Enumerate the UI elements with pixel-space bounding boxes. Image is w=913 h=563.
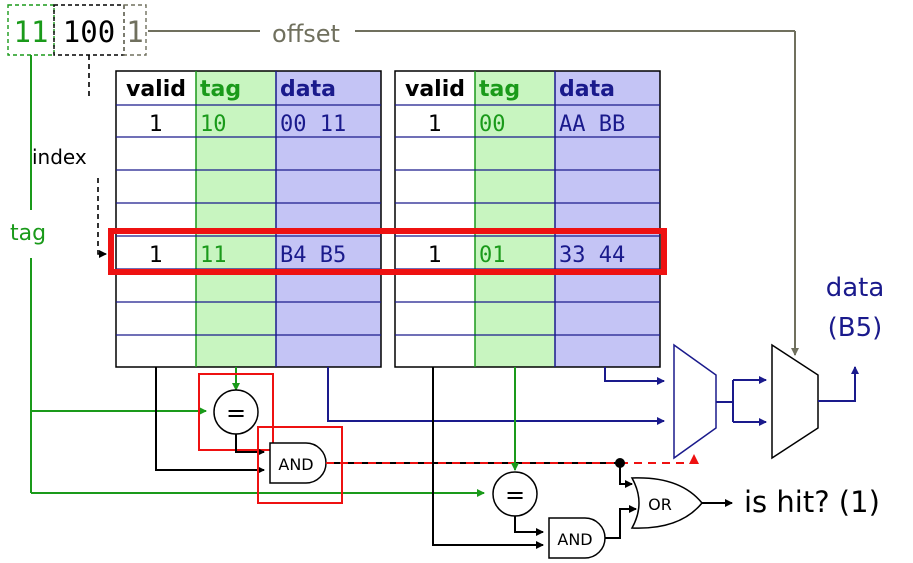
- way-2-hit-logic: = AND: [432, 367, 665, 559]
- way-2-and-gate: [548, 517, 606, 559]
- way-2-and-label: AND: [557, 530, 592, 549]
- way-2-header-valid: valid: [405, 77, 465, 102]
- way-1-header-tag: tag: [200, 77, 241, 102]
- tag-label: tag: [10, 221, 46, 246]
- way-2-row-0-tag: 00: [479, 112, 506, 137]
- way-1-row-0-valid: 1: [149, 112, 163, 137]
- index-label: index: [32, 145, 87, 169]
- way-2-header-tag: tag: [479, 77, 520, 102]
- way-2-row-0-valid: 1: [428, 112, 442, 137]
- way-2-row-4-tag: 01: [479, 243, 506, 268]
- way-2-header-data: data: [559, 77, 615, 102]
- way-2-row-0-data: AA BB: [559, 112, 625, 137]
- way-1-and-label: AND: [278, 455, 313, 474]
- way-1: valid tag data 1 10 00 11 1 11 B4 B5: [115, 70, 382, 368]
- way-mux-shape: [673, 343, 717, 460]
- way-1-row-4-valid: 1: [149, 243, 163, 268]
- offset-bits-box: [123, 4, 147, 56]
- way-1-and-gate: [269, 442, 327, 484]
- offset-label: offset: [272, 20, 340, 48]
- way-1-row-4-tag: 11: [200, 243, 227, 268]
- address-bits: 11 100 1: [7, 4, 147, 56]
- index-path: index: [32, 55, 107, 258]
- offset-path: offset: [148, 20, 799, 356]
- way-1-row-0-data: 00 11: [280, 112, 346, 137]
- way-1-and-highlight: [257, 426, 343, 504]
- data-out-value: (B5): [828, 313, 883, 343]
- way-1-row-0-tag: 10: [200, 112, 227, 137]
- offset-mux: data (B5): [771, 273, 885, 460]
- is-hit-label: is hit? (1): [744, 485, 880, 519]
- way-2: valid tag data 1 00 AA BB 1 01 33 44: [394, 70, 661, 368]
- or-gate: [630, 477, 703, 529]
- index-bits: 100: [63, 15, 115, 49]
- way-2-row-4-data: 33 44: [559, 243, 625, 268]
- way-1-header-data: data: [280, 77, 336, 102]
- way-1-hit-logic: = AND: [155, 367, 699, 504]
- way-1-header-valid: valid: [126, 77, 186, 102]
- or-label: OR: [648, 495, 672, 514]
- data-out-label: data: [826, 273, 885, 303]
- way-1-row-4-data: B4 B5: [280, 243, 346, 268]
- way-2-eq-symbol: =: [505, 481, 525, 509]
- offset-mux-shape: [771, 343, 819, 460]
- way-2-row-4-valid: 1: [428, 243, 442, 268]
- selected-set-highlight: [108, 228, 667, 275]
- way-1-eq-symbol: =: [226, 399, 246, 427]
- offset-bits: 1: [126, 15, 143, 49]
- or-gate-group: OR is hit? (1): [630, 477, 880, 529]
- way-mux: [673, 343, 767, 460]
- tag-bits: 11: [14, 15, 49, 49]
